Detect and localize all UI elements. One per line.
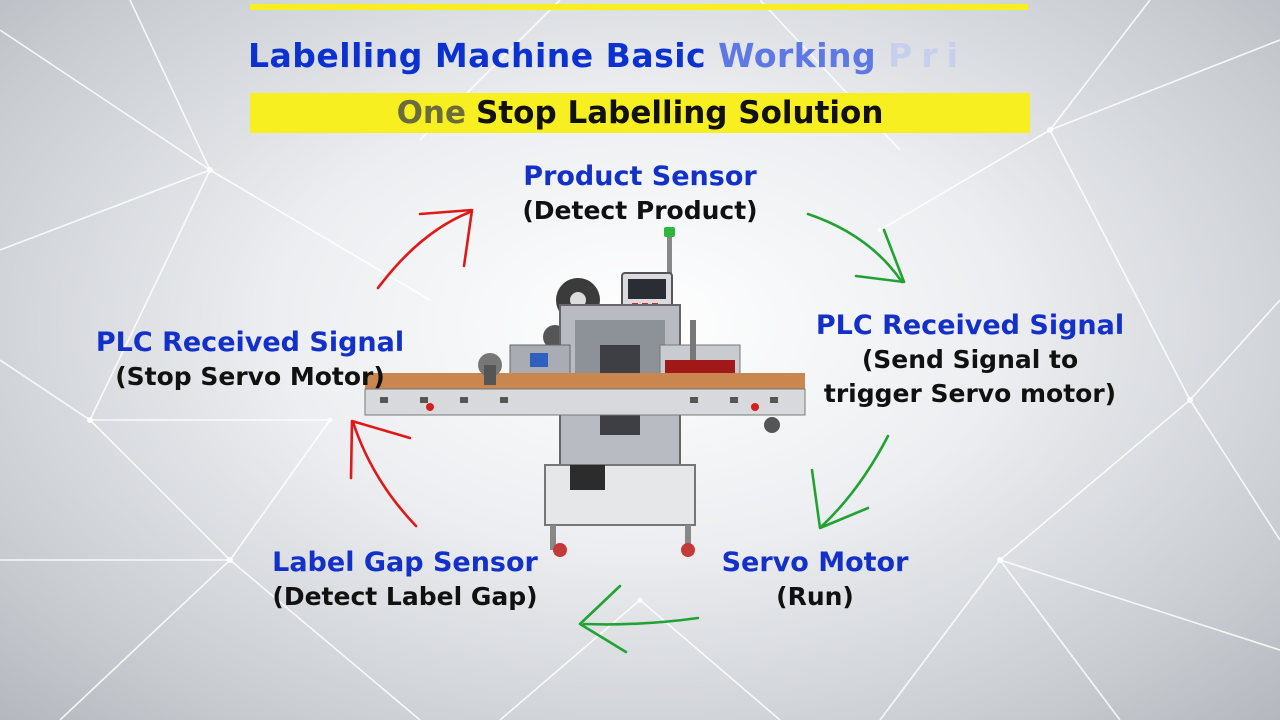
- node-plc-right-desc-2: trigger Servo motor): [823, 379, 1117, 408]
- title-fade-tail: Pri: [888, 36, 967, 75]
- node-plc-right: PLC Received Signal (Send Signal to trig…: [800, 309, 1140, 411]
- node-plc-left-desc: (Stop Servo Motor): [115, 362, 385, 391]
- labelling-machine-illustration-icon: [364, 227, 806, 557]
- subtitle-banner: One Stop Labelling Solution: [250, 93, 1030, 133]
- node-plc-right-title: PLC Received Signal: [815, 310, 1125, 341]
- page-title: Labelling Machine Basic Working Pri: [248, 36, 1038, 84]
- node-plc-right-desc-1: (Send Signal to: [861, 345, 1079, 374]
- banner-one: One: [396, 95, 467, 131]
- node-product-sensor: Product Sensor (Detect Product): [470, 160, 810, 228]
- node-servo-motor-title: Servo Motor: [721, 547, 909, 578]
- node-label-gap-sensor-title: Label Gap Sensor: [272, 547, 538, 578]
- banner-text: Stop Labelling Solution: [476, 95, 884, 131]
- node-label-gap-sensor: Label Gap Sensor (Detect Label Gap): [245, 546, 565, 614]
- node-product-sensor-desc: (Detect Product): [522, 196, 758, 225]
- node-product-sensor-title: Product Sensor: [523, 161, 757, 192]
- node-plc-left-title: PLC Received Signal: [95, 327, 405, 358]
- node-label-gap-sensor-desc: (Detect Label Gap): [272, 582, 538, 611]
- title-main: Labelling Machine Basic: [248, 36, 707, 75]
- top-accent-bar: [250, 4, 1028, 10]
- node-servo-motor-desc: (Run): [776, 582, 854, 611]
- node-plc-left: PLC Received Signal (Stop Servo Motor): [80, 326, 420, 394]
- title-fade: Working: [718, 36, 877, 75]
- node-servo-motor: Servo Motor (Run): [690, 546, 940, 614]
